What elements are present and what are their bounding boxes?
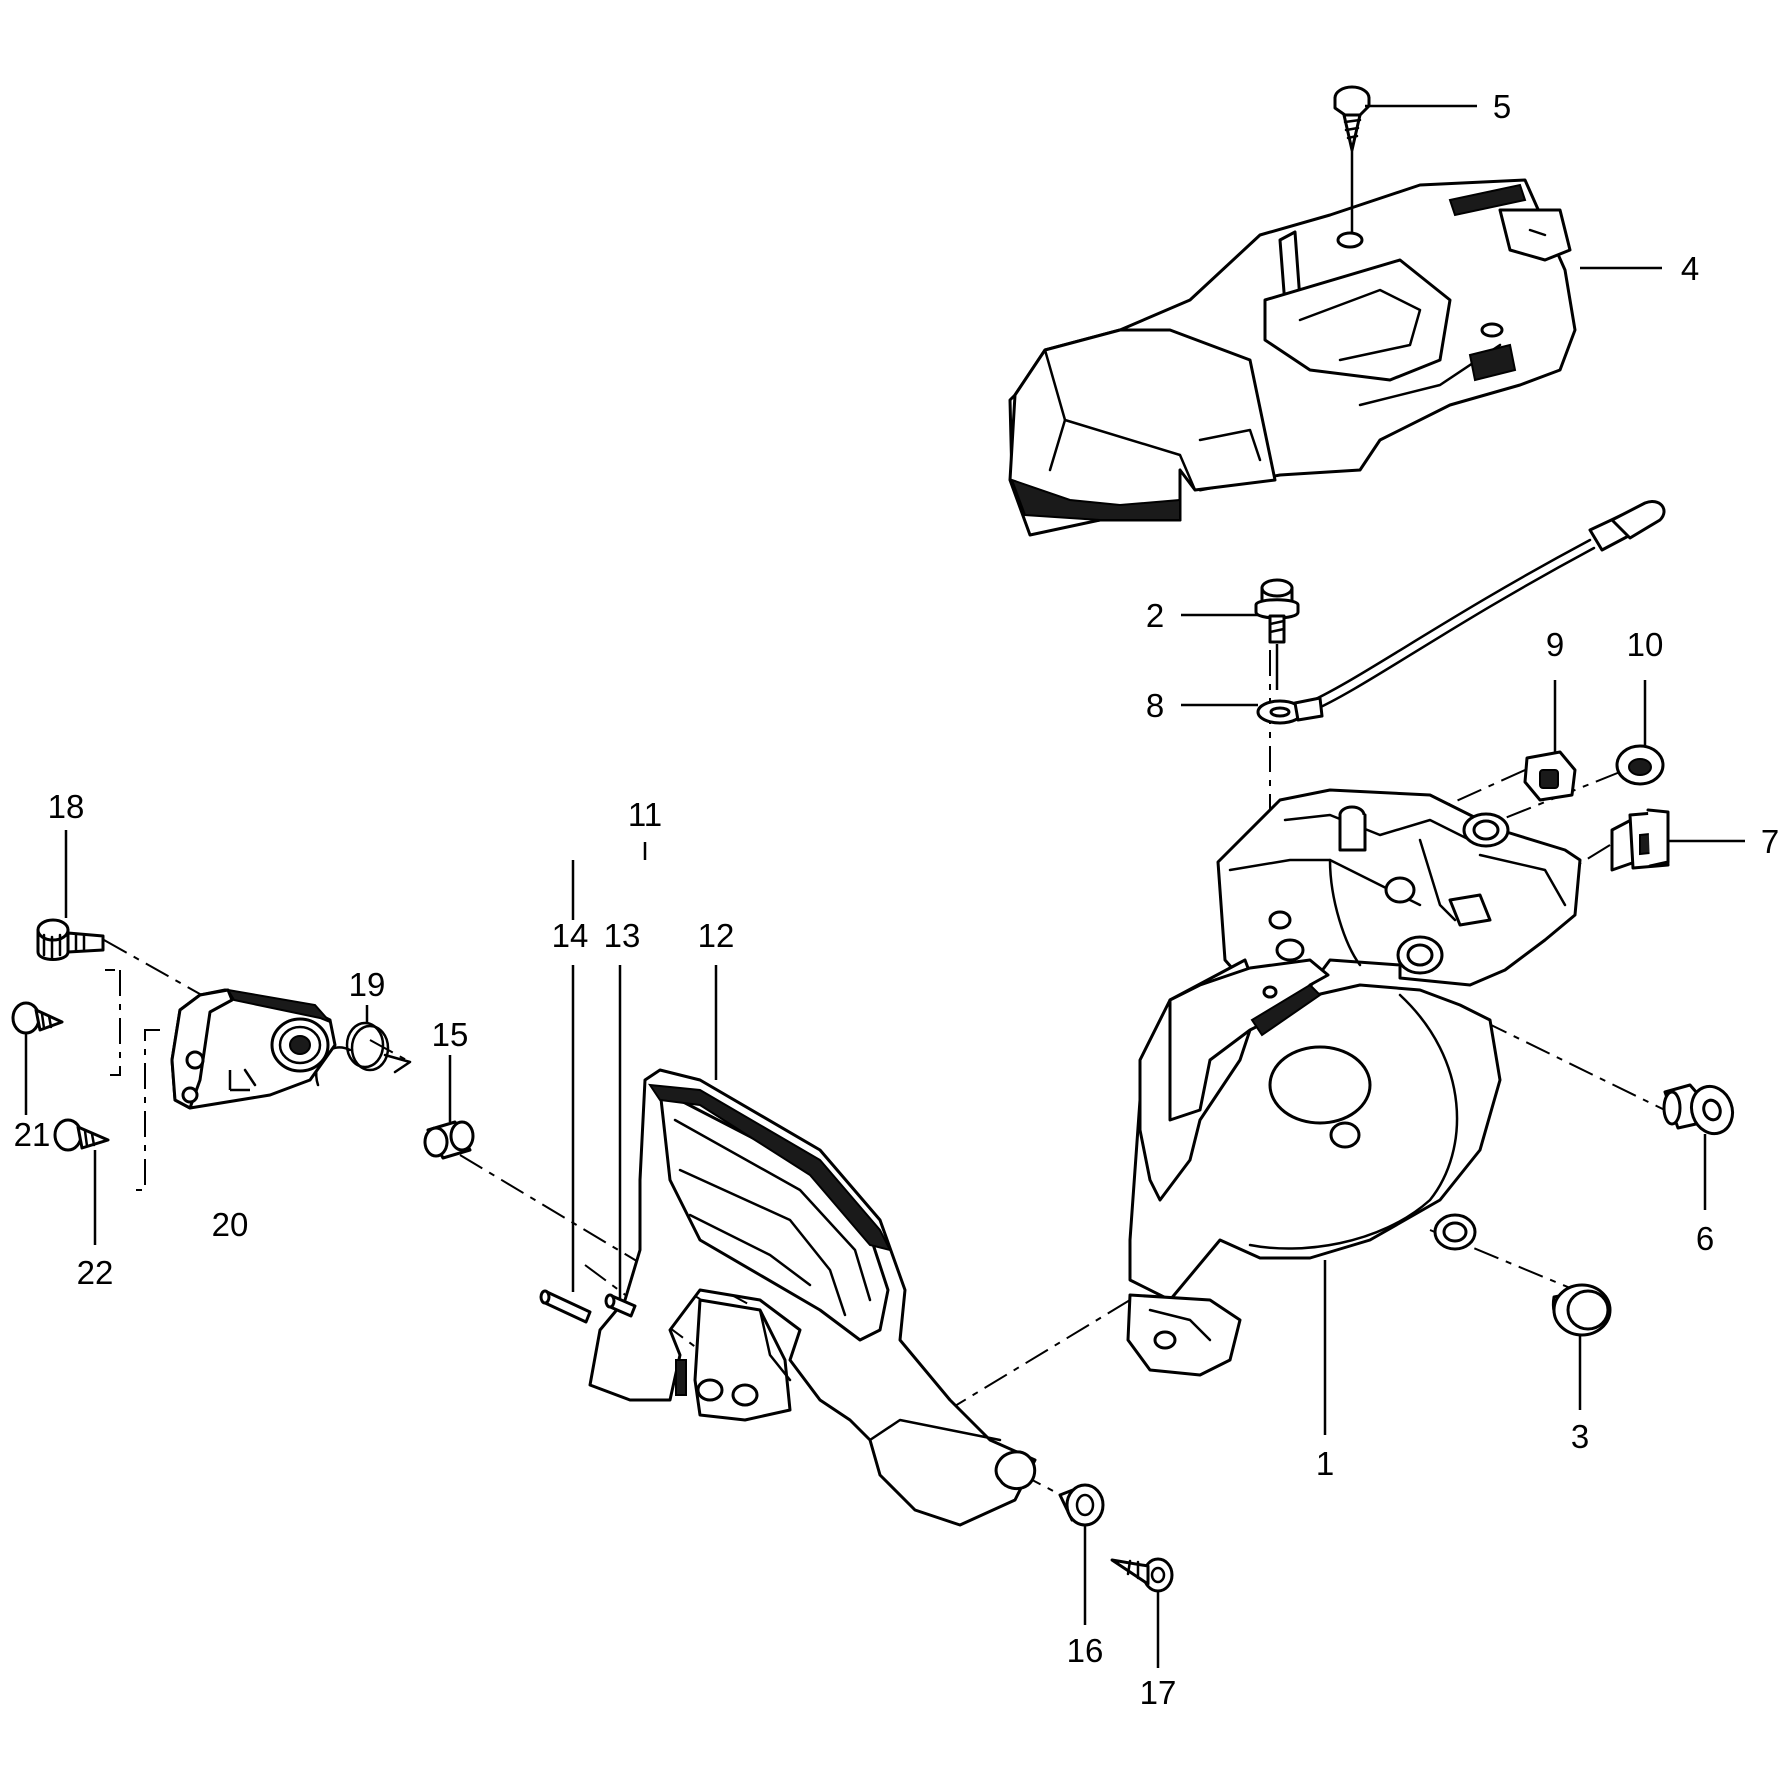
callout-5: 5 [1493,88,1511,125]
pin-part-13 [604,1293,637,1318]
bolt-part-18 [36,918,105,961]
screw-part-5 [1333,85,1371,152]
flange-bolt-part-2 [1254,578,1300,644]
callout-9: 9 [1546,626,1564,663]
callout-21: 21 [14,1116,51,1153]
leader-lines [24,104,1745,1668]
callout-11: 11 [628,796,662,833]
washer-part-16 [1058,1483,1105,1527]
callout-17: 17 [1140,1674,1177,1711]
callout-19: 19 [349,966,386,1003]
ring-terminal-part-8 [1256,696,1324,725]
callout-2: 2 [1146,597,1164,634]
callout-8: 8 [1146,687,1164,724]
callout-4: 4 [1681,250,1699,287]
callout-1: 1 [1316,1445,1334,1482]
pin-part-14 [539,1289,592,1324]
screw-part-17 [1110,1557,1174,1593]
main-housing-part-1 [1126,788,1582,1377]
callout-12: 12 [698,917,735,954]
ignition-cable [1301,500,1666,714]
grommet-part-10 [1615,744,1665,786]
sleeve-part-15 [423,1120,475,1160]
callout-22: 22 [77,1254,114,1291]
callout-15: 15 [432,1016,469,1053]
screw-part-21 [11,1001,64,1035]
callout-16: 16 [1067,1632,1104,1669]
callout-3: 3 [1571,1418,1589,1455]
bracket-part-20 [170,988,337,1110]
callout-7: 7 [1761,823,1779,860]
screw-part-22 [53,1118,110,1152]
callout-6: 6 [1696,1220,1714,1257]
cap-part-3 [1551,1283,1612,1337]
callout-14: 14 [552,917,589,954]
callout-20: 20 [212,1206,249,1243]
brake-handle-part-12 [588,1068,1037,1527]
callout-18: 18 [48,788,85,825]
callout-labels: 1 2 3 4 5 6 7 8 9 10 11 12 13 14 15 16 1… [14,88,1780,1711]
grommet-part-9 [1523,750,1577,802]
top-cover-part-4 [1008,178,1577,537]
switch-part-7 [1610,808,1670,872]
plug-part-6 [1662,1083,1735,1136]
callout-10: 10 [1627,626,1664,663]
callout-13: 13 [604,917,641,954]
